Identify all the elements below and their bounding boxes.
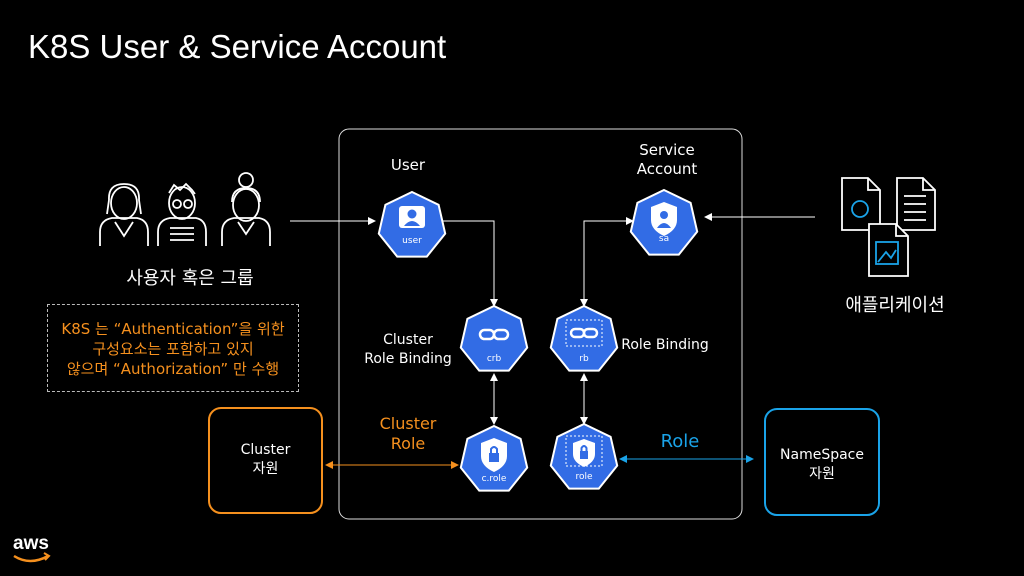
note-line-2: 구성요소는 포함하고 있지 (92, 340, 254, 358)
role-icon (549, 422, 619, 490)
service-account-icon (629, 188, 699, 256)
role-icon-label: role (575, 472, 593, 482)
crb-label-2: Role Binding (364, 351, 452, 367)
note-line-3: 않으며 “Authorization” 만 수행 (66, 360, 280, 378)
sa-icon-label: sa (658, 234, 670, 244)
service-account-label-1: Service (639, 141, 695, 159)
arrow-user-crb (419, 217, 498, 307)
namespace-resource-box (764, 408, 880, 516)
role-label: Role (660, 431, 700, 452)
crole-icon-label: c.role (481, 474, 507, 484)
arrow-sa-rb (580, 217, 634, 307)
person-bun-icon (221, 172, 271, 246)
users-group-label: 사용자 혹은 그룹 (126, 268, 254, 289)
service-account-label-2: Account (636, 160, 698, 178)
user-label: User (390, 156, 426, 174)
cluster-role-icon (459, 424, 529, 492)
crb-icon-label: crb (486, 354, 502, 364)
cluster-resource-box (208, 407, 323, 514)
document-text-icon (896, 177, 936, 231)
page-title: K8S User & Service Account (28, 28, 447, 65)
cluster-boundary (338, 128, 743, 520)
crb-label-1: Cluster (383, 332, 433, 348)
namespace-resource-label-2: 자원 (809, 466, 835, 482)
cluster-role-binding-icon (459, 304, 529, 372)
cluster-role-label-2: Role (390, 434, 426, 453)
application-label: 애플리케이션 (845, 295, 945, 316)
aws-smile-icon (13, 554, 49, 563)
person-woman-icon (99, 183, 149, 246)
user-icon (377, 190, 447, 258)
authorization-note: K8S 는 “Authentication”을 위한 구성요소는 포함하고 있지… (47, 304, 299, 392)
namespace-resource-label-1: NameSpace (780, 447, 864, 463)
person-glasses-icon (157, 182, 207, 246)
rb-icon-label: rb (579, 354, 589, 364)
cluster-resource-label-1: Cluster (240, 442, 291, 458)
document-image-icon (868, 223, 909, 277)
cluster-role-label-1: Cluster (379, 414, 437, 433)
aws-logo: aws (13, 533, 49, 554)
role-binding-icon (549, 304, 619, 372)
cluster-resource-label-2: 자원 (252, 461, 279, 477)
user-icon-label: user (402, 236, 422, 246)
role-binding-label: Role Binding (621, 337, 709, 353)
note-line-1: K8S 는 “Authentication”을 위한 (61, 320, 285, 338)
document-circle-icon (841, 177, 881, 231)
